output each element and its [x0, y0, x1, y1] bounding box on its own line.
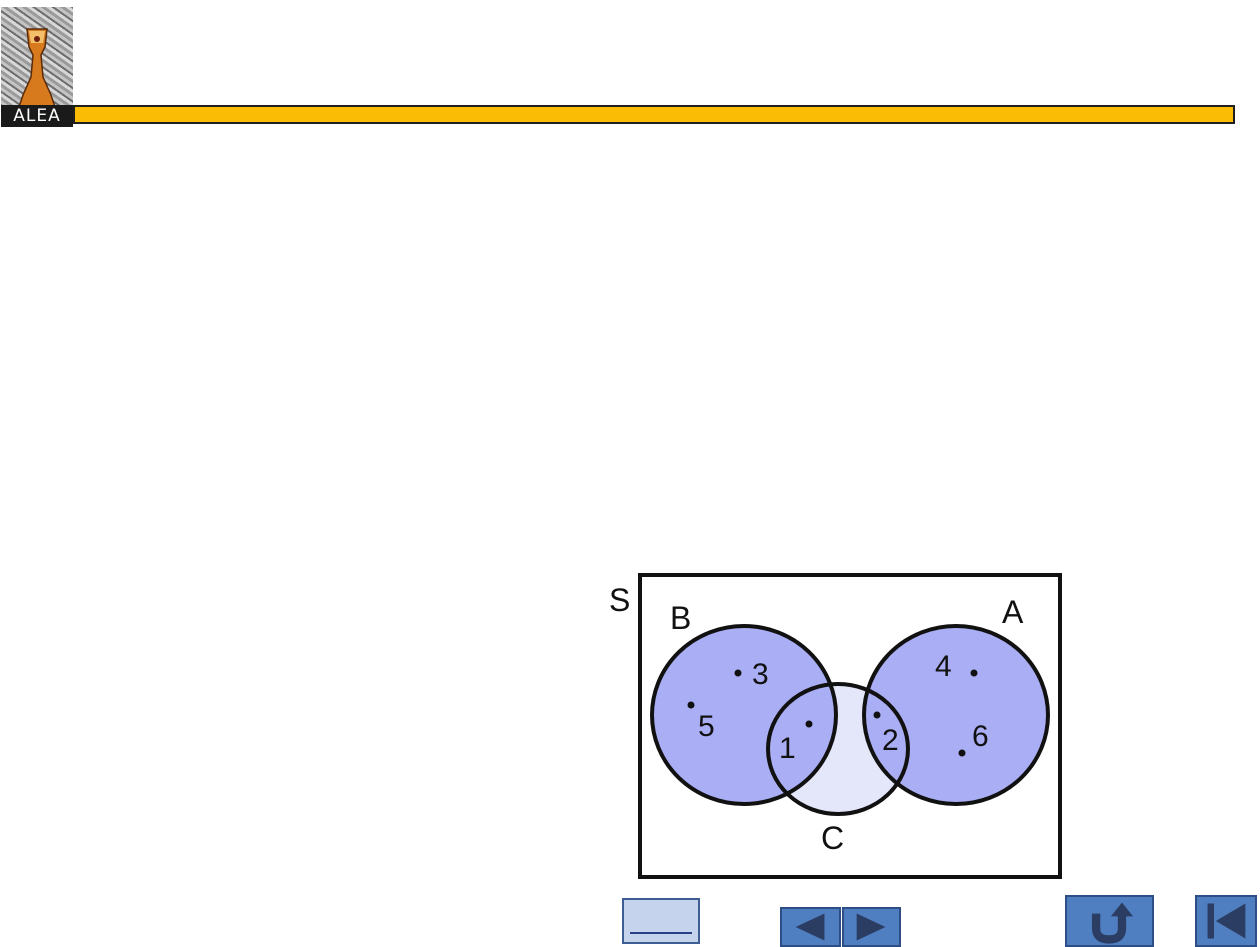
logo-text: ALEA	[1, 105, 73, 127]
sample-space-label: S	[609, 582, 630, 618]
element-label: 2	[882, 724, 899, 757]
underline-mark	[630, 932, 692, 934]
set-b-circle-fill	[652, 626, 836, 804]
return-button[interactable]	[1065, 895, 1154, 947]
set-a-label: A	[1002, 594, 1024, 630]
element-dot	[805, 720, 813, 728]
blank-link-button[interactable]	[622, 898, 700, 944]
element-dot	[958, 749, 966, 757]
triangle-right-icon	[856, 913, 886, 941]
first-slide-button[interactable]	[1195, 895, 1257, 947]
set-c-circle	[766, 682, 910, 816]
set-b-label: B	[670, 600, 691, 636]
set-c-label: C	[821, 820, 844, 856]
element-dot	[970, 669, 978, 677]
next-slide-button[interactable]	[842, 907, 901, 947]
alea-logo: ALEA	[1, 7, 73, 127]
element-dot	[734, 669, 742, 677]
previous-slide-button[interactable]	[780, 907, 841, 947]
element-label: 1	[779, 732, 796, 765]
triangle-left-icon	[795, 913, 825, 941]
element-label: 3	[752, 658, 769, 691]
u-turn-arrow-icon	[1091, 902, 1134, 944]
statue-figure-icon	[18, 28, 56, 107]
element-label: 4	[935, 650, 952, 683]
element-dot	[687, 701, 695, 709]
set-a-circle-fill	[864, 626, 1048, 804]
set-b-circle	[650, 624, 838, 806]
element-label: 5	[698, 710, 715, 743]
skip-to-first-icon	[1207, 903, 1246, 939]
set-a-circle	[862, 624, 1050, 806]
element-dot	[873, 711, 881, 719]
header-bar	[73, 105, 1235, 124]
sample-space-box	[638, 573, 1062, 879]
element-label: 6	[972, 720, 989, 753]
